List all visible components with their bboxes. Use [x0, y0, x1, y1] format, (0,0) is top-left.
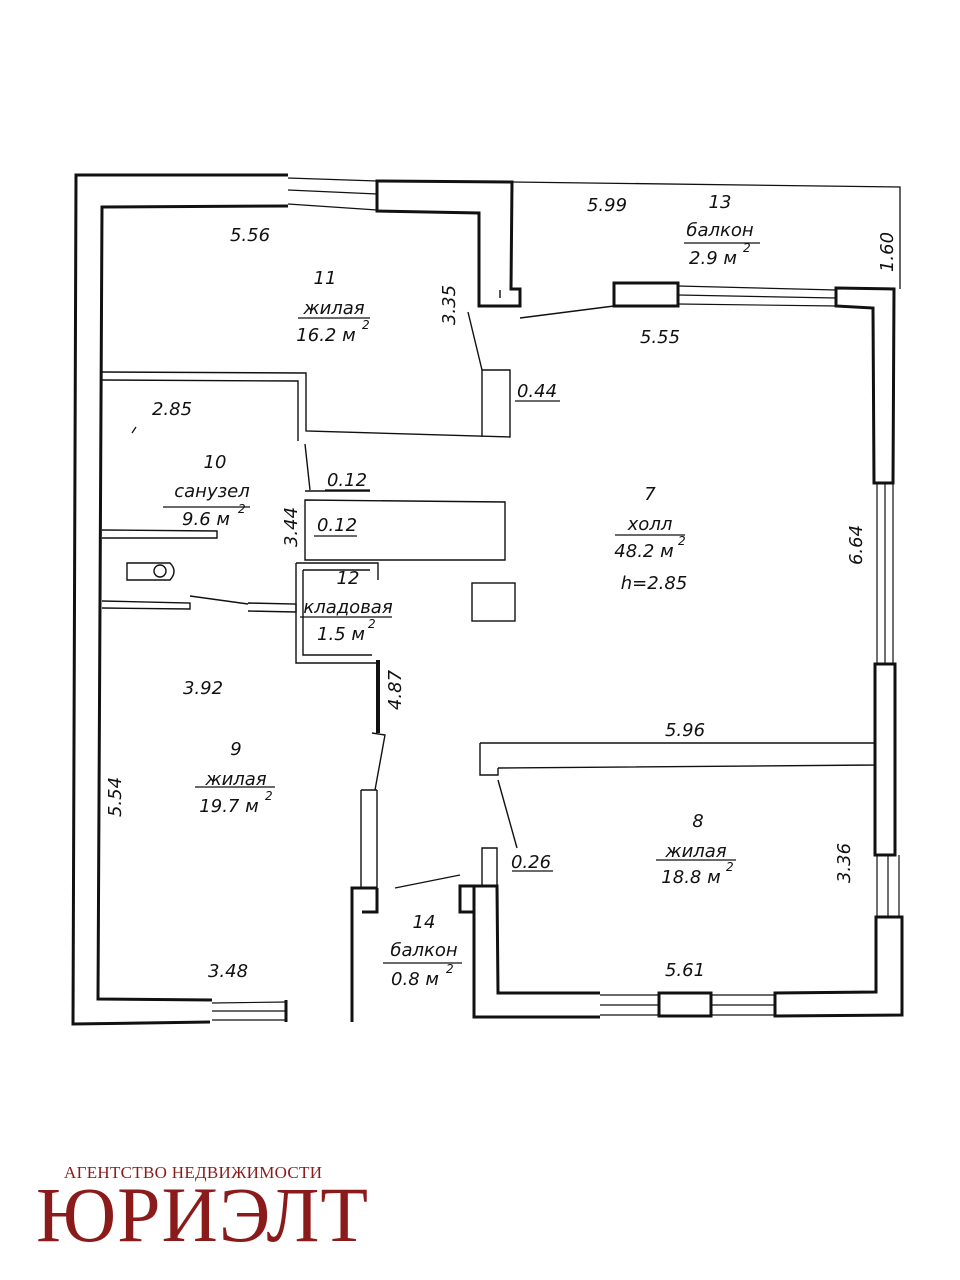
room-8-number: 8 — [692, 811, 703, 832]
outer-wall-west — [71, 173, 289, 1026]
dim-2-85: 2.85 — [152, 399, 192, 420]
room-14-area: 0.8 м — [391, 969, 439, 990]
dim-0-26: 0.26 — [511, 852, 551, 873]
room-12-name: кладовая — [303, 597, 393, 618]
outer-wall-east-low — [773, 915, 904, 1018]
dim-1-60: 1.60 — [877, 232, 898, 272]
dim-0-12-b: 0.12 — [317, 515, 357, 536]
room-13-area: 2.9 м — [689, 248, 737, 269]
room-8-area: 18.8 м — [661, 867, 720, 888]
room-8-area-sup: 2 — [726, 860, 734, 874]
dim-5-99: 5.99 — [587, 195, 627, 216]
room-13-area-sup: 2 — [743, 241, 751, 255]
room-10-area: 9.6 м — [182, 509, 230, 530]
room-14-number: 14 — [413, 912, 436, 933]
room-7-area-sup: 2 — [678, 534, 686, 548]
partition-r10-r9 — [101, 595, 297, 613]
outer-wall-north-west — [375, 179, 522, 308]
room-11-area-sup: 2 — [362, 318, 370, 332]
dim-5-96: 5.96 — [665, 720, 705, 741]
outer-wall-south-mid — [657, 991, 713, 1018]
dim-3-35: 3.35 — [439, 285, 460, 325]
outer-wall-south-r8 — [472, 884, 600, 1019]
room-13-number: 13 — [709, 192, 732, 213]
dim-5-56: 5.56 — [230, 225, 270, 246]
toilet-bowl-icon — [153, 564, 167, 578]
window-r8-east — [876, 855, 900, 917]
window-r8-south-b — [711, 994, 775, 1016]
door-swing-r11 — [467, 311, 483, 371]
dim-5-55: 5.55 — [640, 327, 680, 348]
room-7-number: 7 — [644, 484, 656, 505]
room-10-name: санузел — [174, 481, 250, 502]
partition-bath-shelf — [101, 529, 218, 539]
room-14-area-sup: 2 — [446, 962, 454, 976]
dim-5-61: 5.61 — [665, 960, 705, 981]
room-8-name: жилая — [664, 841, 726, 862]
window-pier-north — [612, 281, 680, 308]
room-9-number: 9 — [230, 739, 241, 760]
room-12-area-sup: 2 — [368, 617, 376, 631]
room-7-height: h=2.85 — [621, 573, 688, 594]
room-labels: 11 жилая 16.2 м 2 13 балкон 2.9 м 2 10 с… — [174, 192, 754, 990]
room-7-name: холл — [627, 514, 673, 535]
room-10-area-sup: 2 — [238, 502, 246, 516]
door-stub-r8 — [481, 847, 498, 887]
room-14-name: балкон — [390, 940, 458, 961]
room-13-name: балкон — [686, 220, 754, 241]
toilet-icon — [126, 562, 175, 581]
dim-lines — [131, 242, 760, 964]
window-hall-north — [677, 285, 837, 307]
partition-r10-hall — [304, 443, 506, 561]
partitions — [101, 290, 876, 889]
room-7-area: 48.2 м — [614, 541, 673, 562]
walls — [71, 173, 904, 1026]
outer-wall-east-mid — [873, 662, 897, 857]
dimension-labels: 5.56 5.99 1.60 3.35 5.55 0.44 2.85 0.12 … — [105, 195, 898, 982]
room-9-name: жилая — [204, 769, 266, 790]
room-10-number: 10 — [204, 452, 227, 473]
dim-3-48: 3.48 — [208, 961, 248, 982]
room-11-number: 11 — [314, 268, 337, 289]
window-r11 — [287, 177, 378, 211]
dim-6-64: 6.64 — [846, 525, 867, 565]
room-12-number: 12 — [337, 568, 360, 589]
room-11-name: жилая — [302, 298, 364, 319]
window-hall-east — [876, 483, 894, 664]
windows — [211, 177, 900, 1021]
dim-3-44: 3.44 — [281, 507, 302, 547]
room-9-area: 19.7 м — [199, 796, 258, 817]
window-r8-south-a — [600, 994, 659, 1016]
dim-4-87: 4.87 — [385, 669, 406, 710]
door-swing-r8 — [497, 779, 518, 849]
balcony-13-outline — [511, 181, 901, 289]
balcony-14-right-stub — [458, 884, 474, 914]
balcony-14-stub — [362, 888, 379, 914]
dim-3-36: 3.36 — [834, 843, 855, 883]
room-9-area-sup: 2 — [265, 789, 273, 803]
storage-12-box — [295, 562, 379, 664]
agency-subtitle: АГЕНТСТВО НЕДВИЖИМОСТИ — [64, 1163, 323, 1182]
dim-0-12-a: 0.12 — [327, 470, 367, 491]
balcony-14-left-wall — [284, 886, 377, 1022]
outer-wall-east — [834, 286, 896, 485]
agency-logo-name: ЮРИЭЛТ — [36, 1171, 370, 1258]
door-swing-r14 — [394, 874, 461, 889]
room-11-area: 16.2 м — [296, 325, 355, 346]
window-r9-south — [211, 1001, 287, 1021]
room-12-area: 1.5 м — [317, 624, 365, 645]
dim-5-54: 5.54 — [105, 777, 126, 817]
door-swing-hall-north — [519, 305, 615, 319]
partition-r9-hall — [360, 732, 386, 888]
dim-3-92: 3.92 — [183, 678, 223, 699]
column-hall — [471, 582, 516, 622]
partition-hall-r8 — [479, 742, 876, 776]
dim-0-44: 0.44 — [517, 381, 557, 402]
